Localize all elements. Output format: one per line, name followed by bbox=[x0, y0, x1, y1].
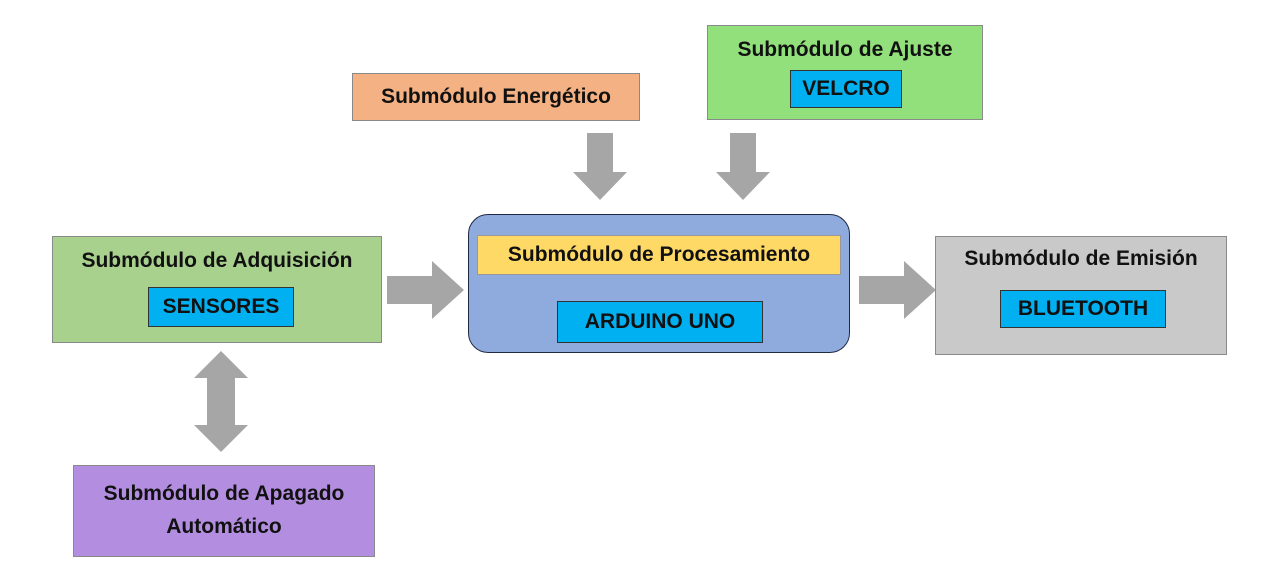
adquisicion-module: Submódulo de Adquisición SENSORES bbox=[52, 236, 382, 343]
adquisicion-component-label: SENSORES bbox=[148, 287, 294, 327]
apagado-module: Submódulo de Apagado Automático bbox=[73, 465, 375, 557]
emision-component-label: BLUETOOTH bbox=[1000, 290, 1166, 328]
energetico-title: Submódulo Energético bbox=[381, 85, 611, 108]
arrow-energetico-to-procesamiento bbox=[573, 133, 627, 200]
procesamiento-module: Submódulo de Procesamiento ARDUINO UNO bbox=[468, 214, 850, 353]
apagado-title-line2: Automático bbox=[166, 515, 282, 538]
ajuste-title: Submódulo de Ajuste bbox=[737, 38, 953, 61]
procesamiento-title: Submódulo de Procesamiento bbox=[477, 235, 841, 275]
emision-module: Submódulo de Emisión BLUETOOTH bbox=[935, 236, 1227, 355]
arrow-adquisicion-to-procesamiento bbox=[387, 261, 464, 319]
ajuste-module: Submódulo de Ajuste VELCRO bbox=[707, 25, 983, 120]
arrow-adquisicion-apagado-bidirectional bbox=[194, 351, 248, 452]
apagado-title-line1: Submódulo de Apagado bbox=[103, 482, 345, 505]
emision-title: Submódulo de Emisión bbox=[964, 247, 1198, 270]
arrow-procesamiento-to-emision bbox=[859, 261, 936, 319]
procesamiento-component-label: ARDUINO UNO bbox=[557, 301, 763, 343]
adquisicion-title: Submódulo de Adquisición bbox=[81, 249, 353, 272]
energetico-module: Submódulo Energético bbox=[352, 73, 640, 121]
arrow-ajuste-to-procesamiento bbox=[716, 133, 770, 200]
ajuste-component-label: VELCRO bbox=[790, 70, 902, 108]
